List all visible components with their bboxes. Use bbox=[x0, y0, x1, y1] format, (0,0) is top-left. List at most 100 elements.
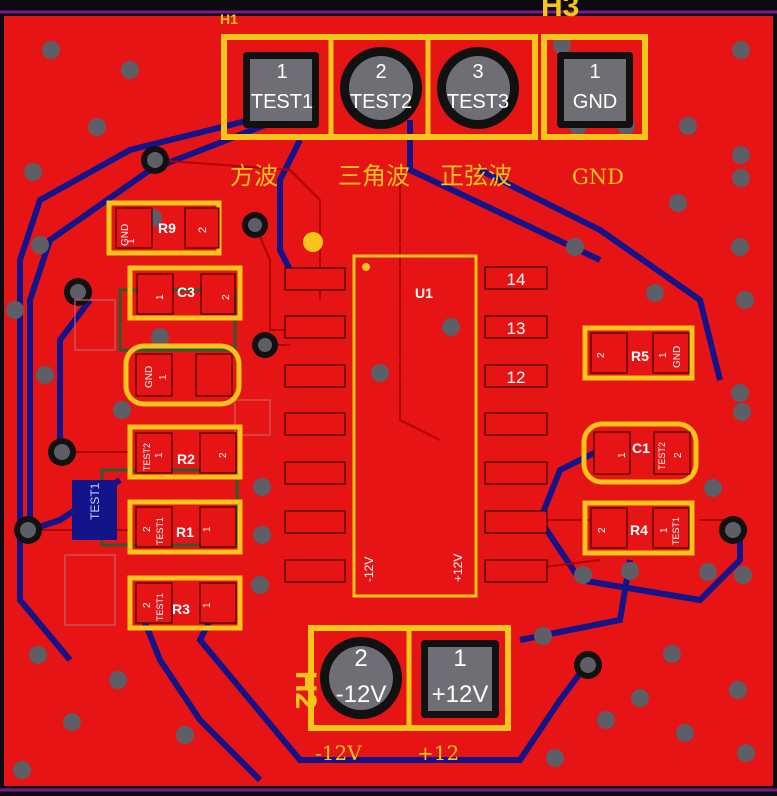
h1-pin-1[interactable]: 1 TEST1 bbox=[243, 52, 319, 128]
c3-ref-label: C3 bbox=[177, 284, 195, 300]
r2-pad-1[interactable] bbox=[135, 432, 173, 474]
r2-pad-2-number: 2 bbox=[218, 452, 229, 458]
r1-pad-1-number: 1 bbox=[202, 526, 213, 532]
r5-ref-label: R5 bbox=[631, 348, 649, 364]
h1-pin-2-net: TEST2 bbox=[350, 91, 412, 113]
c1-pad-1-number: 1 bbox=[617, 452, 628, 458]
r5-pad-1-net: GND bbox=[672, 346, 683, 368]
r1-outline bbox=[127, 499, 243, 555]
r9-pad-2[interactable] bbox=[184, 207, 220, 249]
c1-pad-1[interactable] bbox=[593, 431, 631, 475]
h3-pin-1-number: 1 bbox=[589, 61, 600, 83]
unlabeled-cap-pad-2[interactable] bbox=[195, 353, 233, 397]
back-pad-test1-net: TEST1 bbox=[88, 482, 102, 520]
c3-outline bbox=[127, 265, 243, 321]
u1-neg-rail-label: -12V bbox=[362, 557, 376, 582]
unlabeled-cap-pad-1-number: 1 bbox=[158, 374, 169, 380]
h2-pin-2-number: 2 bbox=[354, 645, 367, 672]
u1-outline bbox=[352, 254, 478, 598]
u1-right-pads[interactable] bbox=[484, 266, 548, 583]
r2-pad-1-number: 1 bbox=[154, 452, 165, 458]
r3-pad-2[interactable] bbox=[135, 582, 173, 624]
r5-pad-1[interactable] bbox=[652, 332, 690, 374]
c1-pad-2-net: TEST2 bbox=[657, 442, 667, 470]
r9-ref-label: R9 bbox=[158, 220, 176, 236]
large-vias bbox=[14, 146, 747, 679]
h3-pin-1[interactable]: 1 GND bbox=[557, 52, 633, 128]
r4-pad-1-net: TEST1 bbox=[671, 517, 681, 545]
unlabeled-cap-pad-1[interactable] bbox=[135, 353, 173, 397]
c3-pad-2[interactable] bbox=[200, 273, 236, 315]
c3-pad-2-number: 2 bbox=[221, 294, 232, 300]
u1-pin1-dot bbox=[362, 263, 370, 271]
r4-ref-label: R4 bbox=[630, 522, 648, 538]
r3-ref-label: R3 bbox=[172, 601, 190, 617]
h2-pin-2-net: -12V bbox=[336, 681, 387, 708]
h3-outline bbox=[541, 34, 648, 140]
h2-outline bbox=[308, 625, 511, 731]
h2-pin-2[interactable]: 2 -12V bbox=[320, 637, 402, 719]
u1-left-pads[interactable] bbox=[284, 267, 346, 583]
h1-ref-label: H1 bbox=[220, 11, 238, 27]
r9-pad-1[interactable] bbox=[115, 207, 153, 249]
h1-pin-3-net: TEST3 bbox=[447, 91, 509, 113]
r5-pad-2[interactable] bbox=[590, 332, 628, 374]
u1-pin-13-label: 13 bbox=[507, 319, 526, 338]
h1-pin-3[interactable]: 3 TEST3 bbox=[437, 47, 519, 129]
r4-pad-1-number: 1 bbox=[659, 527, 670, 533]
r5-outline bbox=[582, 325, 695, 381]
h1-pin-2-number: 2 bbox=[375, 61, 386, 83]
r3-pad-1[interactable] bbox=[199, 582, 237, 624]
label-neg12v: -12V bbox=[315, 741, 362, 765]
h2-ref-label: H2 bbox=[289, 671, 322, 709]
back-pad-test1[interactable]: TEST1 bbox=[72, 480, 117, 540]
unlabeled-cap-outline bbox=[123, 343, 242, 407]
r1-pad-1[interactable] bbox=[199, 506, 237, 548]
r9-pad-1-number: 1 bbox=[126, 238, 137, 244]
u1-pin-14-label: 14 bbox=[507, 270, 526, 289]
label-gnd: GND bbox=[572, 165, 624, 189]
pin1-marker bbox=[303, 232, 323, 252]
r4-pad-2[interactable] bbox=[590, 507, 628, 549]
label-pos12: +12 bbox=[417, 741, 459, 765]
r1-pad-2[interactable] bbox=[135, 506, 173, 548]
h3-pin-1-net: GND bbox=[573, 91, 617, 113]
r1-pad-2-net: TEST1 bbox=[155, 517, 165, 545]
unlabeled-cap-pad-1-net: GND bbox=[144, 366, 155, 388]
r9-pad-2-number: 2 bbox=[197, 227, 209, 233]
r9-pad-1-net: GND bbox=[120, 224, 131, 246]
r3-pad-2-net: TEST1 bbox=[155, 593, 165, 621]
h1-pin-1-number: 1 bbox=[276, 61, 287, 83]
r4-outline bbox=[582, 500, 695, 556]
h3-ref-label: H3 bbox=[541, 0, 579, 23]
r2-outline bbox=[127, 424, 243, 480]
r5-pad-2-number: 2 bbox=[596, 352, 607, 358]
c1-pad-2[interactable] bbox=[653, 431, 691, 475]
label-triangle-wave: 三角波 bbox=[338, 162, 410, 190]
top-traces bbox=[30, 159, 740, 571]
u1-pin-12-label: 12 bbox=[507, 368, 526, 387]
r3-pad-2-number: 2 bbox=[142, 602, 153, 608]
u1-pos-rail-label: +12V bbox=[451, 554, 465, 582]
h2-pin-1[interactable]: 1 +12V bbox=[421, 640, 499, 718]
u1-ref-label: U1 bbox=[415, 285, 433, 301]
h2-pin-1-net: +12V bbox=[432, 681, 489, 708]
h1-pin-2[interactable]: 2 TEST2 bbox=[340, 47, 422, 129]
r1-ref-label: R1 bbox=[176, 524, 194, 540]
r3-outline bbox=[127, 575, 243, 631]
h2-pin-1-number: 1 bbox=[453, 645, 466, 672]
back-silk bbox=[64, 299, 271, 626]
r2-pad-1-net: TEST2 bbox=[142, 443, 152, 471]
h1-pin-1-net: TEST1 bbox=[251, 91, 313, 113]
c3-pad-1[interactable] bbox=[136, 273, 174, 315]
r4-pad-2-number: 2 bbox=[597, 527, 608, 533]
c1-ref-label: C1 bbox=[632, 440, 650, 456]
h1-pin-3-number: 3 bbox=[472, 61, 483, 83]
label-square-wave: 方波 bbox=[230, 162, 278, 190]
c1-outline bbox=[581, 421, 699, 485]
r2-pad-2[interactable] bbox=[199, 432, 237, 474]
vias bbox=[6, 36, 755, 779]
r4-pad-1[interactable] bbox=[652, 507, 690, 549]
